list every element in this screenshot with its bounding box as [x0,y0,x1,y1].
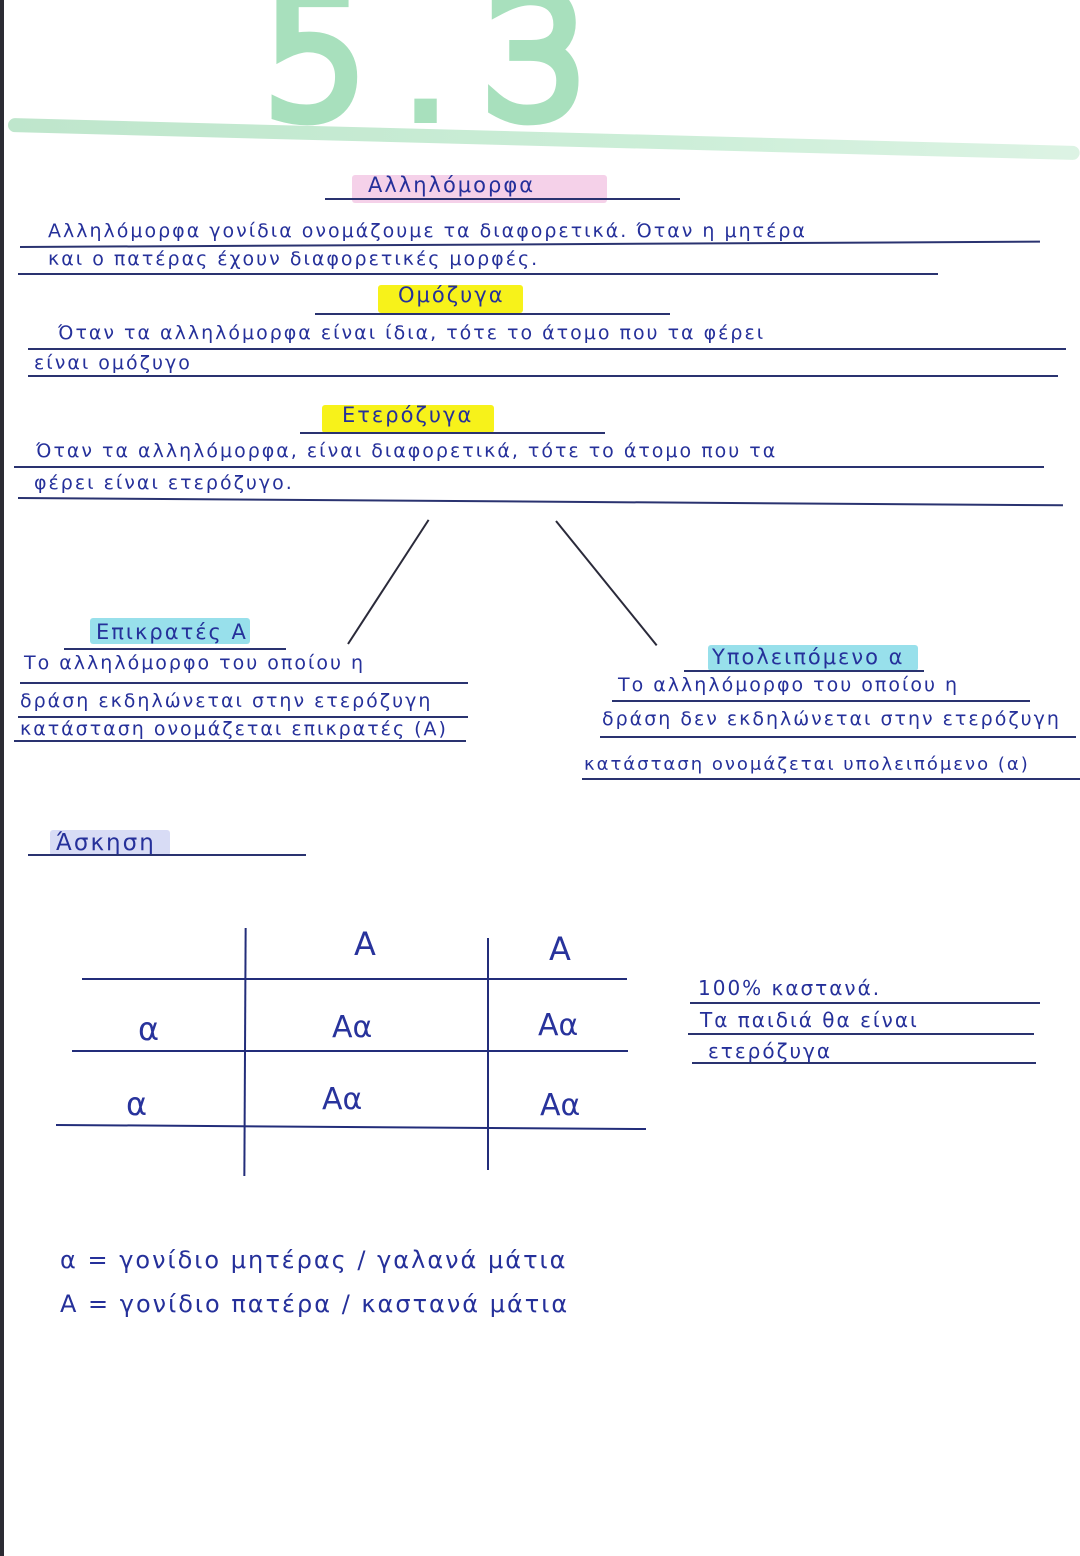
page-edge [0,0,4,1556]
line-rule [20,682,468,684]
line-rule [28,348,1066,350]
line-rule [18,716,468,718]
cell-genotype: Αα [540,1088,581,1123]
recessive-line-2: δράση δεν εκδηλώνεται στην ετερόζυγη [602,708,1061,730]
line-rule [17,497,1063,507]
heading-rule [325,198,680,200]
cell-genotype: Αα [322,1082,363,1117]
alleles-line-2: και ο πατέρας έχουν διαφορετικές μορφές. [48,248,540,270]
heading-recessive: Υπολειπόμενο α [712,645,905,669]
dominant-line-1: Το αλληλόμορφο του οποίου η [24,652,366,674]
line-rule [28,375,1058,377]
heading-rule [300,432,605,434]
heading-highlight-yellow [378,285,523,313]
homozygous-line-2: είναι ομόζυγο [34,352,192,374]
grid-line-vertical [243,927,247,1177]
row-header: α [126,1085,148,1123]
dominant-line-2: δράση εκδηλώνεται στην ετερόζυγη [20,690,433,712]
branch-line-left [347,519,430,645]
section-number: 5.3 [255,0,620,163]
line-rule [14,740,466,742]
heading-alleles: Αλληλόμορφα [368,173,536,197]
homozygous-line-1: Όταν τα αλληλόμορφα είναι ίδια, τότε το … [58,322,766,344]
heterozygous-line-2: φέρει είναι ετερόζυγο. [34,472,294,494]
row-header: α [138,1010,160,1048]
result-line-2: Τα παιδιά θα είναι [700,1008,919,1032]
grid-line-horizontal [82,978,627,980]
legend-dominant: Α = γονίδιο πατέρα / καστανά μάτια [60,1290,570,1318]
col-header: Α [549,930,571,968]
grid-line-vertical [487,938,489,1170]
heading-rule [315,313,670,315]
branch-line-right [555,520,658,646]
result-line-3: ετερόζυγα [708,1039,833,1063]
heading-highlight-cyan [708,645,918,671]
grid-line-horizontal [56,1123,646,1131]
cell-genotype: Αα [538,1008,579,1043]
line-rule [18,273,938,275]
heading-heterozygous: Ετερόζυγα [342,403,474,427]
legend-recessive: α = γονίδιο μητέρας / γαλανά μάτια [60,1246,568,1274]
heterozygous-line-1: Όταν τα αλληλόμορφα, είναι διαφορετικά, … [36,440,778,462]
recessive-line-1: Το αλληλόμορφο του οποίου η [618,674,960,696]
line-rule [600,736,1076,738]
dominant-line-3: κατάσταση ονομάζεται επικρατές (Α) [20,718,448,740]
col-header: Α [354,925,376,963]
cell-genotype: Αα [332,1010,373,1045]
line-rule [582,778,1080,780]
grid-line-horizontal [72,1050,628,1052]
line-rule [612,700,1030,702]
heading-homozygous: Ομόζυγα [398,283,505,307]
heading-highlight-cyan [90,618,250,644]
heading-rule [64,648,286,650]
heading-highlight-lavender [50,830,170,856]
heading-highlight-yellow [322,405,494,433]
heading-dominant: Επικρατές Α [96,620,248,644]
heading-rule [684,670,924,672]
line-rule [690,1002,1040,1004]
alleles-line-1: Αλληλόμορφα γονίδια ονομάζουμε τα διαφορ… [48,220,807,242]
heading-rule [28,854,306,856]
heading-exercise: Άσκηση [56,830,156,856]
line-rule [14,466,1044,468]
result-line-1: 100% καστανά. [698,976,882,1000]
recessive-line-3: κατάσταση ονομάζεται υπολειπόμενο (α) [584,754,1030,775]
line-rule [688,1033,1034,1035]
line-rule [692,1062,1036,1064]
